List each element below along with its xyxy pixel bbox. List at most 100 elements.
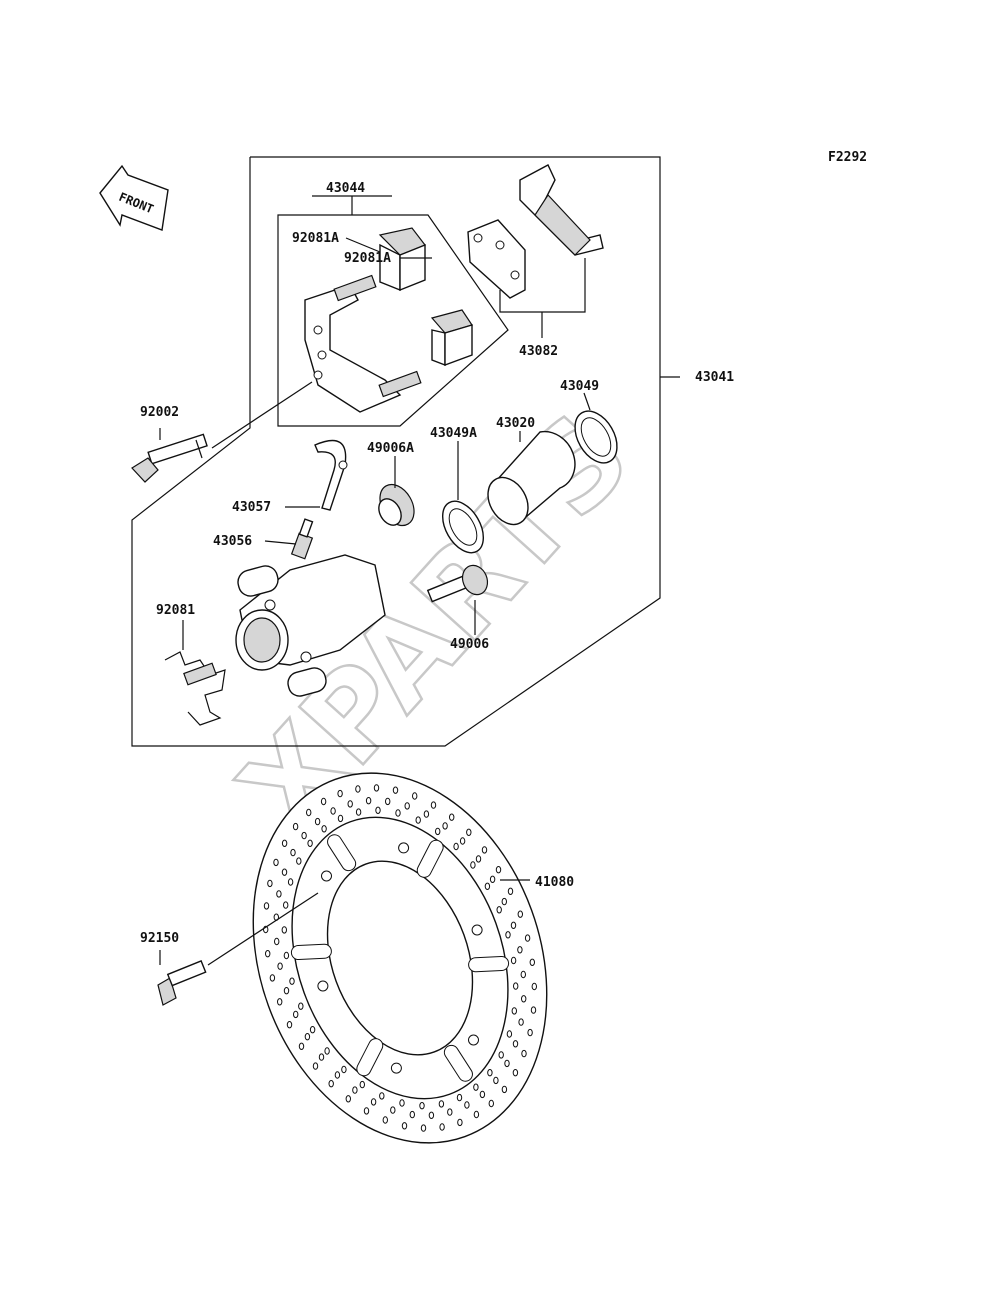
- label-92081: 92081: [156, 603, 195, 618]
- label-92150: 92150: [140, 931, 179, 946]
- disc-hole: [419, 1102, 425, 1110]
- brake-pad-outer: [519, 164, 604, 256]
- disc-hole: [355, 808, 362, 816]
- label-43049: 43049: [560, 379, 599, 394]
- disc-hole: [506, 1030, 513, 1038]
- disc-hole: [456, 1093, 463, 1102]
- disc-hole: [435, 827, 441, 836]
- disc-hole: [337, 789, 343, 798]
- disc-hole: [314, 817, 321, 826]
- disc-hole: [527, 1028, 533, 1037]
- caliper-bracket: [304, 274, 422, 413]
- disc-hole: [269, 974, 276, 982]
- disc-hole: [420, 1124, 427, 1132]
- disc-hole: [521, 1049, 527, 1058]
- disc-hole: [298, 1002, 304, 1010]
- disc-slot: [443, 1044, 473, 1082]
- disc-hole: [385, 797, 391, 806]
- disc-hole: [495, 866, 502, 874]
- disc-hole: [510, 921, 517, 929]
- disc-hole: [363, 1107, 370, 1115]
- disc-hole: [330, 807, 336, 815]
- label-43049A: 43049A: [430, 426, 477, 441]
- disc-hole: [430, 801, 437, 809]
- disc-hole: [359, 1080, 365, 1089]
- disc-hole: [265, 950, 271, 958]
- disc-hole: [276, 890, 282, 898]
- disc-hole: [328, 1080, 334, 1088]
- disc-hole: [382, 1116, 388, 1124]
- disc-hole: [479, 1090, 486, 1099]
- disc-hole: [466, 828, 472, 836]
- disc-hole: [487, 1069, 493, 1077]
- disc-hole: [504, 1059, 510, 1068]
- disc-hole: [529, 958, 535, 966]
- disc-hole: [373, 784, 380, 792]
- disc-hole: [304, 1033, 311, 1041]
- disc-hole: [337, 814, 344, 823]
- disc-hole: [274, 937, 280, 946]
- disc-hole: [334, 1071, 341, 1079]
- disc-hole: [524, 934, 531, 942]
- disc-hole: [518, 1018, 524, 1026]
- bracket-group-outline: [277, 214, 509, 427]
- disc-hole: [399, 1099, 405, 1107]
- disc-hole: [428, 1111, 435, 1120]
- disc-hole: [449, 813, 455, 821]
- disc-hole: [395, 809, 401, 817]
- disc-hole: [287, 878, 294, 886]
- disc-hole: [521, 995, 527, 1003]
- disc-hole: [345, 1095, 351, 1103]
- disc-hole: [409, 1110, 415, 1119]
- disc-hole: [484, 882, 491, 890]
- disc-hole: [442, 822, 448, 830]
- disc-slot: [468, 955, 510, 973]
- disc-hole: [501, 1085, 508, 1094]
- disc-bolt-hole: [468, 1034, 479, 1046]
- bolt-92002: [131, 433, 208, 483]
- disc-hole: [513, 982, 519, 990]
- pad-spring-92081: [164, 651, 226, 726]
- disc-hole: [447, 1108, 453, 1116]
- disc-hole: [459, 837, 466, 845]
- label-92081A-upper: 92081A: [292, 231, 339, 246]
- disc-hole: [415, 816, 421, 824]
- pad-spring-upper: [378, 227, 426, 292]
- disc-hole: [324, 1047, 330, 1055]
- disc-hole: [392, 786, 399, 794]
- disc-hole: [283, 901, 289, 909]
- pad-spring-lower: [430, 309, 473, 367]
- disc-hole: [312, 1062, 319, 1070]
- label-43082: 43082: [519, 344, 558, 359]
- disc-hole: [318, 1053, 325, 1061]
- disc-hole: [488, 1099, 494, 1108]
- caliper-assembly-outline: [131, 156, 661, 747]
- disc-hole: [530, 1006, 537, 1014]
- disc-hole: [423, 810, 430, 818]
- label-92002: 92002: [140, 405, 179, 420]
- disc-hole: [292, 822, 299, 831]
- diagram-code: F2292: [828, 150, 867, 165]
- disc-hole: [475, 855, 482, 863]
- disc-bolt-hole: [398, 842, 410, 854]
- disc-hole: [505, 931, 511, 939]
- disc-hole: [370, 1098, 377, 1106]
- disc-hole: [379, 1092, 385, 1100]
- label-43020: 43020: [496, 416, 535, 431]
- disc-hole: [309, 1026, 316, 1034]
- disc-hole: [341, 1065, 347, 1074]
- bleeder-valve-43056: [290, 518, 314, 560]
- disc-hole: [296, 857, 302, 865]
- disc-hole: [263, 902, 270, 910]
- disc-hole: [306, 808, 312, 817]
- disc-hole: [457, 1118, 463, 1127]
- label-41080: 41080: [535, 875, 574, 890]
- disc-hole: [531, 982, 537, 991]
- disc-hole: [489, 875, 496, 883]
- disc-hole: [512, 1040, 519, 1048]
- piston-seal-43049: [574, 410, 618, 464]
- disc-hole: [473, 1083, 479, 1091]
- fitting-43057: [314, 439, 348, 511]
- disc-hole: [512, 1069, 519, 1077]
